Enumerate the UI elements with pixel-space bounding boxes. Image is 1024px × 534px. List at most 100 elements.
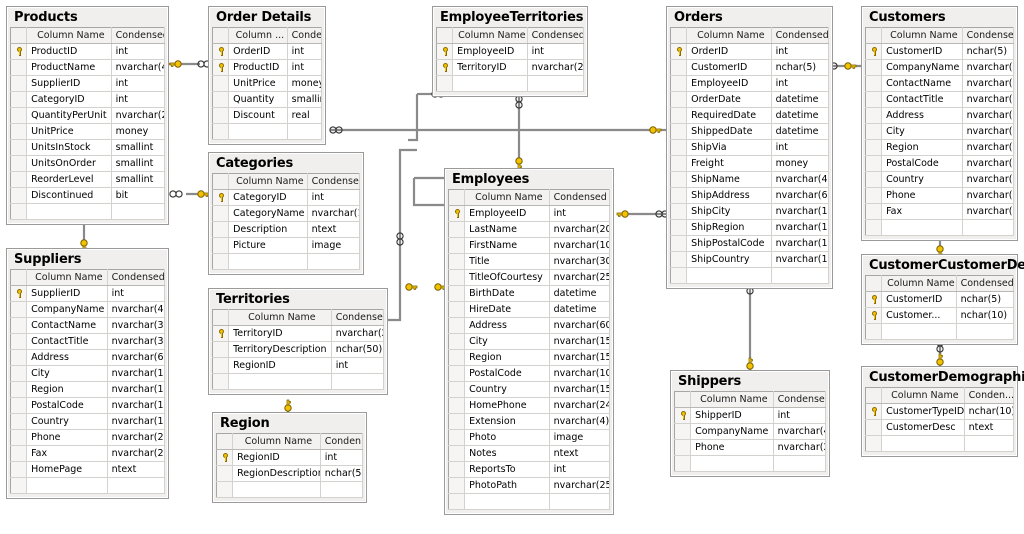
column-name-cell[interactable]: ShipAddress	[686, 187, 772, 204]
column-name-cell[interactable]: Country	[464, 381, 550, 398]
column-name-cell[interactable]: Address	[26, 349, 108, 366]
column-type-cell[interactable]: nvarchar(15)	[771, 219, 830, 236]
column-type-cell[interactable]: real	[287, 107, 323, 124]
column-type-cell[interactable]: nchar(5)	[962, 43, 1015, 60]
column-type-cell[interactable]: nchar(50)	[320, 465, 364, 482]
column-name-cell[interactable]: PostalCode	[881, 155, 963, 172]
column-name-cell[interactable]: PostalCode	[26, 397, 108, 414]
column-name-cell[interactable]: SupplierID	[26, 75, 112, 92]
column-type-cell[interactable]: nvarchar(15)	[771, 251, 830, 268]
column-type-cell[interactable]: nvarchar(15)	[107, 365, 166, 382]
empty-cell[interactable]	[331, 373, 385, 390]
column-name-cell[interactable]: HomePhone	[464, 397, 550, 414]
empty-cell[interactable]	[881, 435, 965, 452]
column-type-cell[interactable]: nvarchar(15)	[771, 203, 830, 220]
column-name-cell[interactable]: Description	[228, 221, 308, 238]
column-name-cell[interactable]: RequiredDate	[686, 107, 772, 124]
column-name-cell[interactable]: ShipCountry	[686, 251, 772, 268]
column-type-cell[interactable]: int	[771, 139, 830, 156]
column-type-cell[interactable]: datetime	[771, 123, 830, 140]
column-type-cell[interactable]: nvarchar(24)	[962, 203, 1015, 220]
column-name-cell[interactable]: BirthDate	[464, 285, 550, 302]
column-type-cell[interactable]: ntext	[307, 221, 361, 238]
column-row[interactable]: Quantitysmallint	[212, 91, 323, 108]
column-type-cell[interactable]: int	[771, 75, 830, 92]
column-type-cell[interactable]: int	[111, 75, 166, 92]
column-type-cell[interactable]: datetime	[549, 285, 611, 302]
empty-cell[interactable]	[212, 253, 230, 270]
column-name-cell[interactable]: RegionID	[232, 449, 321, 466]
column-type-cell[interactable]: nvarchar(15)	[549, 349, 611, 366]
empty-cell[interactable]	[773, 455, 827, 472]
empty-cell[interactable]	[690, 455, 774, 472]
empty-cell[interactable]	[881, 219, 963, 236]
column-type-cell[interactable]: datetime	[771, 91, 830, 108]
column-name-cell[interactable]: Fax	[881, 203, 963, 220]
column-name-cell[interactable]: Photo	[464, 429, 550, 446]
column-grid-shippers[interactable]: Column NameCondensed...ShipperIDintCompa…	[674, 391, 827, 472]
column-type-cell[interactable]: money	[287, 75, 323, 92]
column-name-cell[interactable]: Quantity	[228, 91, 288, 108]
column-name-cell[interactable]: City	[881, 123, 963, 140]
column-name-cell[interactable]: Region	[26, 381, 108, 398]
column-type-cell[interactable]: int	[111, 91, 166, 108]
column-type-cell[interactable]: nvarchar(24)	[962, 187, 1015, 204]
column-type-cell[interactable]: nvarchar(60)	[107, 349, 166, 366]
column-name-cell[interactable]: ContactTitle	[26, 333, 108, 350]
column-type-cell[interactable]: nvarchar(15)	[549, 333, 611, 350]
column-grid-categories[interactable]: Column NameCondensed...CategoryIDintCate…	[212, 173, 361, 270]
column-name-cell[interactable]: CompanyName	[26, 301, 108, 318]
column-type-cell[interactable]: int	[320, 449, 364, 466]
empty-cell[interactable]	[26, 477, 108, 494]
empty-cell[interactable]	[307, 253, 361, 270]
empty-cell[interactable]	[881, 323, 957, 340]
new-column-row[interactable]	[448, 493, 611, 510]
column-type-cell[interactable]: nvarchar(20)	[111, 107, 166, 124]
column-type-cell[interactable]: ntext	[964, 419, 1015, 436]
column-name-cell[interactable]: CustomerDesc	[881, 419, 965, 436]
column-type-cell[interactable]: nvarchar(20)	[549, 221, 611, 238]
column-type-cell[interactable]: nvarchar(4)	[549, 413, 611, 430]
column-row[interactable]: Customer...nchar(10)	[865, 307, 1015, 324]
column-type-cell[interactable]: int	[771, 43, 830, 60]
column-type-cell[interactable]: nvarchar(24)	[773, 439, 827, 456]
new-column-row[interactable]	[212, 253, 361, 270]
new-column-row[interactable]	[865, 219, 1015, 236]
column-name-cell[interactable]: OrderID	[228, 43, 288, 60]
empty-cell[interactable]	[549, 493, 611, 510]
column-name-cell[interactable]: CustomerID	[881, 291, 957, 308]
column-type-cell[interactable]: money	[111, 123, 166, 140]
column-type-cell[interactable]: nchar(5)	[771, 59, 830, 76]
